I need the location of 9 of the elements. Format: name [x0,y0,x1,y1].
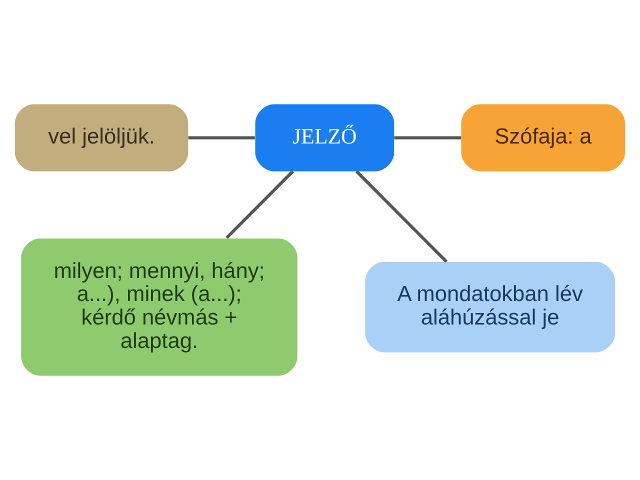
node-box: vel jelöljük. [14,104,188,172]
connector [226,170,294,239]
node-box: milyen; mennyi, hány; a...), minek (a...); kérdő névmás + alaptag. [21,238,298,376]
node-box: JELZŐ [255,104,394,172]
connector [188,136,255,140]
node-box: Szófaja: a [461,104,626,172]
connector [394,136,462,140]
node-box: A mondatokban lév aláhúzással je [365,262,615,352]
connector [355,170,448,263]
